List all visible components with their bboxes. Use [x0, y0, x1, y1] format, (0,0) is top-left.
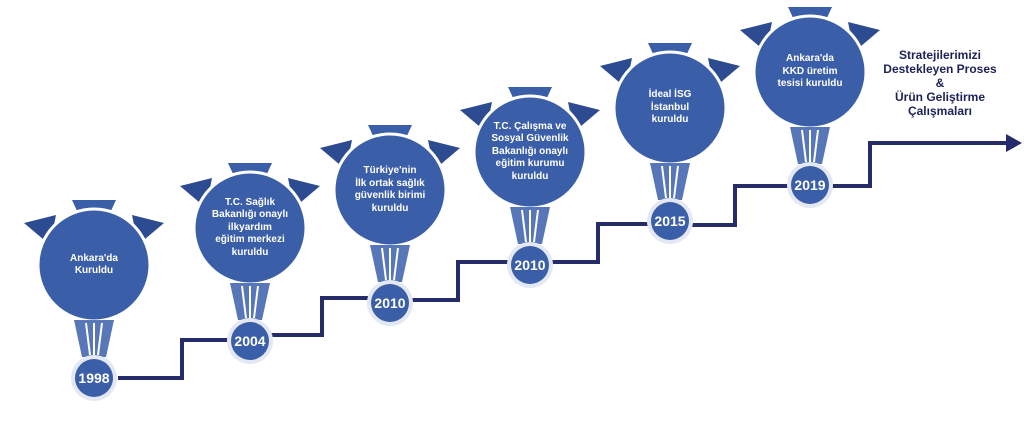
milestone-marker-icon	[180, 163, 320, 364]
milestone-6: Ankara'da KKD üretim tesisi kuruldu 2019	[740, 0, 880, 222]
milestone-description: Ankara'da KKD üretim tesisi kuruldu	[777, 53, 843, 90]
milestone-year: 1998	[78, 370, 110, 386]
milestone-marker-icon	[740, 7, 880, 208]
final-goal-text: Stratejilerimizi Destekleyen Proses & Ür…	[883, 48, 997, 118]
milestone-3: Türkiye'nin İlk ortak sağlık güvenlik bi…	[320, 20, 460, 340]
milestone-marker-icon	[460, 87, 600, 288]
milestone-year: 2010	[374, 295, 406, 311]
milestone-1: Ankara'da Kuruldu 1998	[24, 95, 164, 415]
milestone-description: T.C. Sağlık Bakanlığı onaylı ilkyardım e…	[211, 196, 289, 258]
milestone-5: İdeal İSG İstanbul kuruldu 2015	[600, 0, 740, 258]
milestone-description: İdeal İSG İstanbul kuruldu	[648, 89, 692, 126]
milestone-year: 2010	[514, 257, 546, 273]
milestone-description: Ankara'da Kuruldu	[70, 252, 118, 277]
milestone-year: 2015	[654, 213, 686, 229]
milestone-marker-icon	[320, 125, 460, 326]
milestone-4: T.C. Çalışma ve Sosyal Güvenlik Bakanlığ…	[460, 0, 600, 302]
milestone-marker-icon	[600, 43, 740, 244]
milestone-description: Türkiye'nin İlk ortak sağlık güvenlik bi…	[354, 165, 426, 214]
arrow-head-icon	[1006, 134, 1022, 152]
milestone-2: T.C. Sağlık Bakanlığı onaylı ilkyardım e…	[180, 58, 320, 378]
milestone-year: 2004	[234, 333, 266, 349]
milestone-description: T.C. Çalışma ve Sosyal Güvenlik Bakanlığ…	[491, 120, 569, 182]
milestone-marker-icon	[24, 200, 164, 401]
milestone-year: 2019	[794, 177, 826, 193]
